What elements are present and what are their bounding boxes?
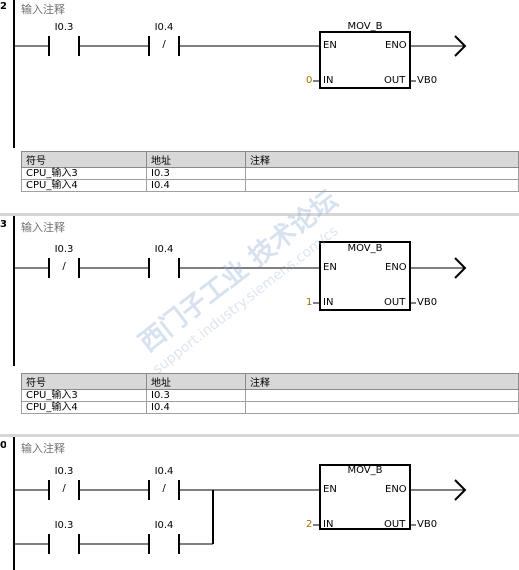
contact-address: I0.3 <box>54 22 74 33</box>
mov-b-box <box>319 31 411 89</box>
in-operand[interactable]: 1 <box>306 297 313 308</box>
col-comment-header: 注释 <box>245 373 519 390</box>
col-address-header: 地址 <box>146 373 246 390</box>
pin-in: IN <box>323 75 334 86</box>
comment-cell <box>245 167 519 180</box>
ladder-graphic <box>13 437 467 570</box>
pin-eno: ENO <box>385 40 407 51</box>
address-cell: I0.3 <box>146 389 246 402</box>
network-number: 0 <box>0 440 6 451</box>
contact-address: I0.3 <box>54 520 74 531</box>
pin-out: OUT <box>384 519 406 530</box>
address-cell: I0.4 <box>146 179 246 192</box>
contact-i03-nc[interactable] <box>44 256 84 280</box>
in-operand[interactable]: 2 <box>306 519 313 530</box>
pin-in: IN <box>323 519 334 530</box>
contact-address: I0.3 <box>54 466 74 477</box>
contact-address: I0.4 <box>154 466 174 477</box>
eno-arrow <box>454 257 467 279</box>
eno-arrow <box>454 35 467 57</box>
symbol-cell: CPU_输入4 <box>21 179 147 192</box>
symbol-table: 符号 地址 注释 CPU_输入3 I0.3 CPU_输入4 I0.4 <box>21 151 519 192</box>
contact-i03-no[interactable] <box>44 532 84 556</box>
comment-cell <box>245 179 519 192</box>
network-3: 0 输入注释 I0.3 / I0.4 / I0.3 I0.4 MOV_B EN … <box>0 437 519 570</box>
network-1: 2 输入注释 I0.3 I0.4 / MOV_B EN ENO IN OUT 0… <box>0 0 519 213</box>
col-symbol-header: 符号 <box>21 151 147 168</box>
address-cell: I0.3 <box>146 167 246 180</box>
comment-cell <box>245 401 519 414</box>
pin-out: OUT <box>384 297 406 308</box>
contact-address: I0.4 <box>154 22 174 33</box>
col-address-header: 地址 <box>146 151 246 168</box>
ladder-graphic <box>13 0 467 148</box>
mov-b-box <box>319 464 411 530</box>
network-separator <box>0 213 519 216</box>
network-number: 2 <box>0 1 6 12</box>
out-operand[interactable]: VB0 <box>417 297 438 308</box>
network-comment[interactable]: 输入注释 <box>21 221 65 234</box>
in-operand[interactable]: 0 <box>306 75 313 86</box>
address-cell: I0.4 <box>146 401 246 414</box>
contact-i04-nc[interactable] <box>144 478 184 502</box>
contact-nc-slash: / <box>62 261 66 272</box>
block-title[interactable]: MOV_B <box>347 243 383 254</box>
pin-eno: ENO <box>385 262 407 273</box>
pin-in: IN <box>323 297 334 308</box>
contact-nc-slash: / <box>162 483 166 494</box>
network-comment[interactable]: 输入注释 <box>21 3 65 16</box>
pin-en: EN <box>323 484 337 495</box>
contact-i04-nc[interactable] <box>144 34 184 58</box>
network-2: 3 输入注释 I0.3 / I0.4 MOV_B EN ENO IN OUT 1… <box>0 216 519 434</box>
network-comment[interactable]: 输入注释 <box>21 442 65 455</box>
contact-nc-slash: / <box>162 39 166 50</box>
col-symbol-header: 符号 <box>21 373 147 390</box>
symbol-cell: CPU_输入3 <box>21 389 147 402</box>
network-number: 3 <box>0 219 6 230</box>
contact-i03-no[interactable] <box>44 34 84 58</box>
table-row[interactable]: CPU_输入3 I0.3 <box>21 167 519 180</box>
symbol-cell: CPU_输入3 <box>21 167 147 180</box>
contact-i04-no[interactable] <box>144 532 184 556</box>
symbol-table: 符号 地址 注释 CPU_输入3 I0.3 CPU_输入4 I0.4 <box>21 373 519 414</box>
ladder-graphic <box>13 216 467 366</box>
contact-i04-no[interactable] <box>144 256 184 280</box>
table-row[interactable]: CPU_输入4 I0.4 <box>21 179 519 192</box>
pin-out: OUT <box>384 75 406 86</box>
pin-en: EN <box>323 262 337 273</box>
mov-b-box <box>319 241 411 311</box>
table-row[interactable]: CPU_输入4 I0.4 <box>21 401 519 414</box>
out-operand[interactable]: VB0 <box>417 519 438 530</box>
comment-cell <box>245 389 519 402</box>
contact-nc-slash: / <box>62 483 66 494</box>
col-comment-header: 注释 <box>245 151 519 168</box>
contact-i03-nc[interactable] <box>44 478 84 502</box>
block-title[interactable]: MOV_B <box>347 21 383 32</box>
pin-eno: ENO <box>385 484 407 495</box>
block-title[interactable]: MOV_B <box>347 465 383 476</box>
out-operand[interactable]: VB0 <box>417 75 438 86</box>
symbol-cell: CPU_输入4 <box>21 401 147 414</box>
pin-en: EN <box>323 40 337 51</box>
eno-arrow <box>454 479 467 501</box>
contact-address: I0.4 <box>154 244 174 255</box>
contact-address: I0.3 <box>54 244 74 255</box>
table-row[interactable]: CPU_输入3 I0.3 <box>21 389 519 402</box>
contact-address: I0.4 <box>154 520 174 531</box>
network-separator <box>0 434 519 437</box>
